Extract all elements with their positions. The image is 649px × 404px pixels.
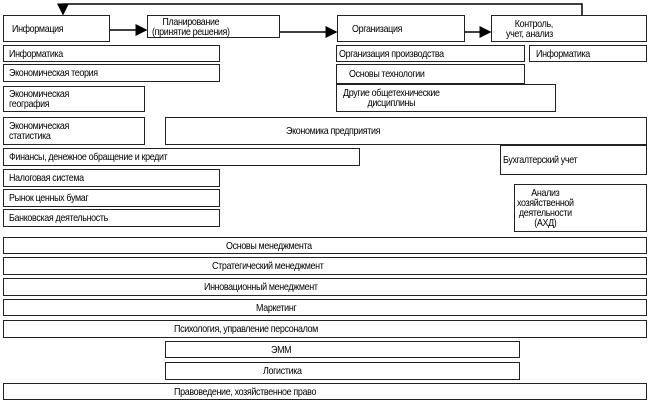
box-label: Экономическая статистика (9, 120, 69, 142)
box-label: Рынок ценных бумаг (9, 192, 89, 204)
box-economic-theory: Экономическая теория (3, 64, 220, 82)
box-logistics: Логистика (165, 362, 520, 380)
box-law: Правоведение, хозяйственное право (3, 383, 647, 400)
feedback-arrow (57, 3, 583, 16)
box-label: Банковская деятельность (9, 212, 108, 224)
box-production-org: Организация производства (336, 45, 525, 62)
box-management-basics: Основы менеджмента (3, 237, 647, 254)
box-marketing: Маркетинг (3, 299, 647, 316)
box-other-technical: Другие общетехнические дисциплины (336, 84, 556, 112)
box-label: Психология, управление персоналом (174, 323, 318, 335)
box-label: Бухгалтерский учет (503, 154, 578, 166)
box-enterprise-economics: Экономика предприятия (165, 117, 647, 145)
box-label: Логистика (263, 365, 302, 377)
box-label: Экономика предприятия (286, 125, 381, 137)
stage-label: Информация (12, 22, 64, 35)
box-psychology: Психология, управление персоналом (3, 320, 647, 338)
box-label: Финансы, денежное обращение и кредит (9, 151, 168, 163)
box-label: Стратегический менеджмент (212, 260, 324, 272)
box-label: Налоговая система (9, 172, 84, 184)
box-informatics-2: Информатика (529, 45, 647, 62)
box-label: Маркетинг (256, 301, 297, 314)
box-finance: Финансы, денежное обращение и кредит (3, 148, 360, 166)
box-label: Организация производства (339, 47, 444, 60)
box-label: Экономическая география (9, 88, 69, 110)
stage-label: Контроль, учет, анализ (506, 17, 553, 40)
box-economic-statistics: Экономическая статистика (3, 117, 145, 145)
box-label: Основы менеджмента (226, 239, 312, 252)
stage-control: Контроль, учет, анализ (491, 15, 647, 42)
box-label: Экономическая теория (9, 67, 98, 79)
box-label: ЭММ (271, 343, 292, 356)
box-accounting: Бухгалтерский учет (500, 145, 647, 175)
box-label: Основы технологии (349, 68, 425, 80)
box-label: Инновационный менеджмент (204, 281, 318, 293)
box-label: Информатика (9, 47, 63, 60)
stage-planning: Планирование (принятие решения) (147, 15, 280, 38)
box-label: Другие общетехнические дисциплины (343, 87, 440, 109)
box-emm: ЭММ (165, 341, 520, 358)
box-tax-system: Налоговая система (3, 169, 220, 187)
box-tech-basics: Основы технологии (336, 64, 525, 84)
box-informatics: Информатика (3, 45, 220, 62)
box-strategic-management: Стратегический менеджмент (3, 257, 647, 275)
box-economic-geography: Экономическая география (3, 86, 145, 112)
box-economic-analysis: Анализ хозяйственной деятельности (АХД) (514, 184, 647, 232)
box-label: Информатика (536, 47, 590, 60)
stage-organization: Организация (337, 15, 465, 42)
stage-information: Информация (3, 15, 110, 42)
stage-label: Организация (352, 22, 403, 35)
box-banking: Банковская деятельность (3, 209, 220, 227)
stage-label: Планирование (принятие решения) (152, 15, 230, 38)
box-innovation-management: Инновационный менеджмент (3, 278, 647, 296)
box-label: Правоведение, хозяйственное право (174, 385, 317, 398)
box-label: Анализ хозяйственной деятельности (АХД) (517, 187, 574, 229)
box-securities-market: Рынок ценных бумаг (3, 189, 220, 207)
